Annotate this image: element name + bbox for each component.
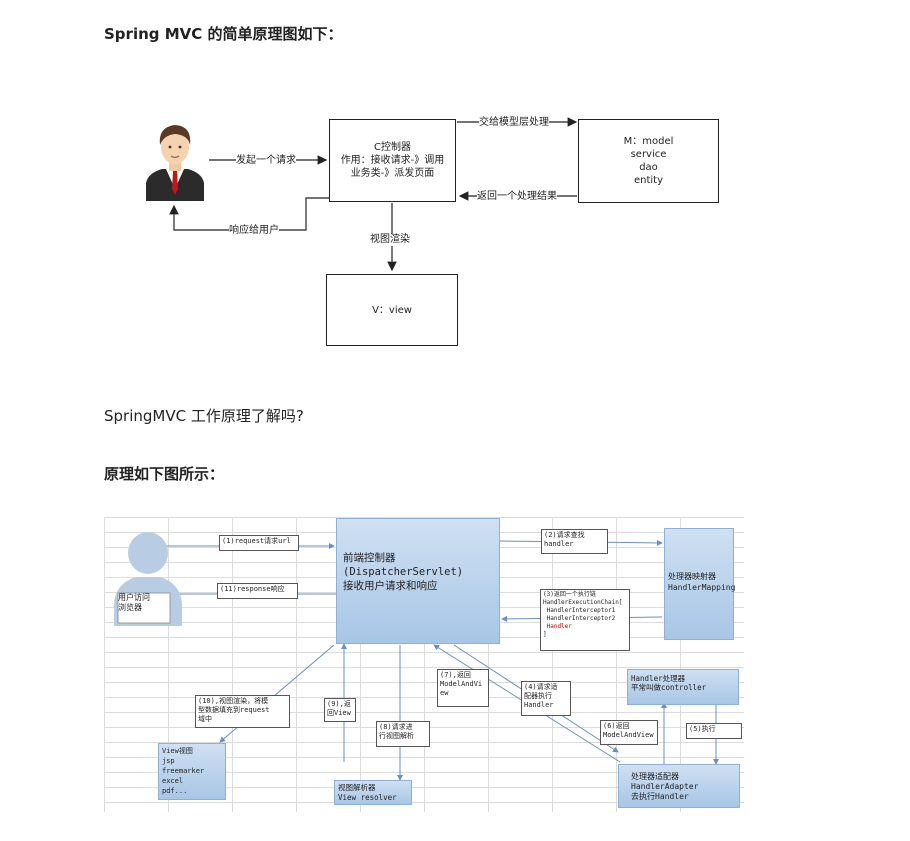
handler-adapter-line-3: 去执行Handler <box>631 792 689 801</box>
view-line-4: excel <box>162 777 184 785</box>
handler-mapping-line-2: HandlerMapping <box>668 583 736 592</box>
view-box: V：view <box>326 274 458 346</box>
step5-label: (5)执行 <box>686 723 742 739</box>
step3-line-1: (3)返回一个执行链 <box>543 591 596 598</box>
view-box: View视图 jsp freemarker excel pdf... <box>158 743 226 800</box>
user-browser-line-1: 用户访问 <box>118 593 150 602</box>
handler-adapter-line-2: HandlerAdapter <box>631 782 699 791</box>
step10-line-1: (10),视图渲染，将模 <box>198 697 269 705</box>
view-resolver-line-2: View resolver <box>338 793 397 802</box>
step8-line-1: (8)请求进 <box>379 723 413 731</box>
view-line-5: pdf... <box>162 787 188 795</box>
step3-line-2: HandlerExecutionChain[ <box>543 599 623 606</box>
model-line-1: M：model <box>623 136 674 147</box>
arrow-label-to-model: 交给模型层处理 <box>479 117 549 129</box>
handler-adapter-line-1: 处理器适配器 <box>631 772 679 781</box>
view-line-3: freemarker <box>162 767 205 775</box>
step3-line-3: HandlerInterceptor1 <box>543 607 616 614</box>
step8-line-2: 行视图解析 <box>379 732 414 740</box>
controller-box: C控制器 作用：接收请求-》调用 业务类-》派发页面 <box>329 119 456 202</box>
user-browser-label: 用户访问 浏览器 <box>118 593 150 613</box>
step3-line-5: Handler <box>543 623 572 630</box>
arrow-label-view-render: 视图渲染 <box>370 234 410 246</box>
dispatcher-line-3: 接收用户请求和响应 <box>343 580 438 592</box>
step7-line-3: ew <box>440 689 449 697</box>
handler-mapping-line-1: 处理器映射器 <box>668 572 716 581</box>
step9-line-1: (9),返 <box>327 700 351 708</box>
step4-line-1: (4)请求适 <box>524 683 558 691</box>
step9-line-2: 回View <box>327 709 351 717</box>
view-line-2: jsp <box>162 757 175 765</box>
controller-line-3: 业务类-》派发页面 <box>350 168 435 179</box>
step10-line-2: 型数据填充到request <box>198 706 270 714</box>
dispatcher-line-1: 前端控制器 <box>343 552 396 564</box>
question-paragraph: SpringMVC 工作原理了解吗? <box>104 407 304 425</box>
controller-line-1: C控制器 <box>374 142 411 153</box>
step8-label: (8)请求进行视图解析 <box>376 721 430 747</box>
handler-mapping-box: 处理器映射器 HandlerMapping <box>664 528 736 640</box>
view-resolver-line-1: 视图解析器 <box>338 783 376 792</box>
step7-line-2: ModelAndVi <box>440 680 483 688</box>
step6-line-2: ModelAndView <box>603 731 654 739</box>
step4-line-3: Handler <box>524 701 554 709</box>
model-line-2: service <box>630 149 667 160</box>
arrow-label-request: 发起一个请求 <box>236 155 296 167</box>
view-label: V：view <box>372 304 412 316</box>
step2-line-1: (2)请求查找 <box>544 531 585 539</box>
model-box: M：model service dao entity <box>578 119 719 203</box>
heading-principle: 原理如下图所示： <box>104 465 225 483</box>
step6-line-1: (6)返回 <box>603 722 630 730</box>
step2-line-2: handler <box>544 540 574 548</box>
user-silhouette-icon <box>114 532 182 626</box>
arrow-label-return-result: 返回一个处理结果 <box>477 191 557 203</box>
simple-mvc-diagram: C控制器 作用：接收请求-》调用 业务类-》派发页面 M：model servi… <box>0 0 910 380</box>
model-line-4: entity <box>633 175 664 186</box>
handler-adapter-box: 处理器适配器 HandlerAdapter 去执行Handler <box>618 764 740 808</box>
step9-label: (9),返回View <box>324 698 356 722</box>
dispatcher-line-2: (DispatcherServlet) <box>343 566 464 578</box>
step10-line-3: 域中 <box>198 715 212 723</box>
handler-box: Handler处理器 平常叫做controller <box>627 669 739 705</box>
springmvc-workflow-diagram: 用户访问 浏览器 前端控制器 (DispatcherServlet) 接收用户请… <box>104 517 744 812</box>
arrow-label-respond-user: 响应给用户 <box>229 225 279 237</box>
step7-line-1: (7),返回 <box>440 671 471 679</box>
heading-spring-mvc-simple: Spring MVC 的简单原理图如下： <box>104 25 343 43</box>
user-browser-line-2: 浏览器 <box>118 603 142 612</box>
model-line-3: dao <box>639 162 658 173</box>
step4-line-2: 配器执行 <box>524 692 552 700</box>
controller-line-2: 作用：接收请求-》调用 <box>340 155 445 166</box>
step11-label: (11)response响应 <box>217 583 298 599</box>
handler-line-2: 平常叫做controller <box>631 683 707 692</box>
view-line-1: View视图 <box>162 747 193 755</box>
view-resolver-box: 视图解析器 View resolver <box>334 780 412 805</box>
step3-line-6: ] <box>543 631 547 638</box>
handler-line-1: Handler处理器 <box>631 674 686 683</box>
user-avatar <box>146 125 204 201</box>
step3-line-4: HandlerInterceptor2 <box>543 615 616 622</box>
step1-label: (1)request请求url <box>219 535 299 551</box>
dispatcher-servlet-box: 前端控制器 (DispatcherServlet) 接收用户请求和响应 <box>336 518 500 644</box>
